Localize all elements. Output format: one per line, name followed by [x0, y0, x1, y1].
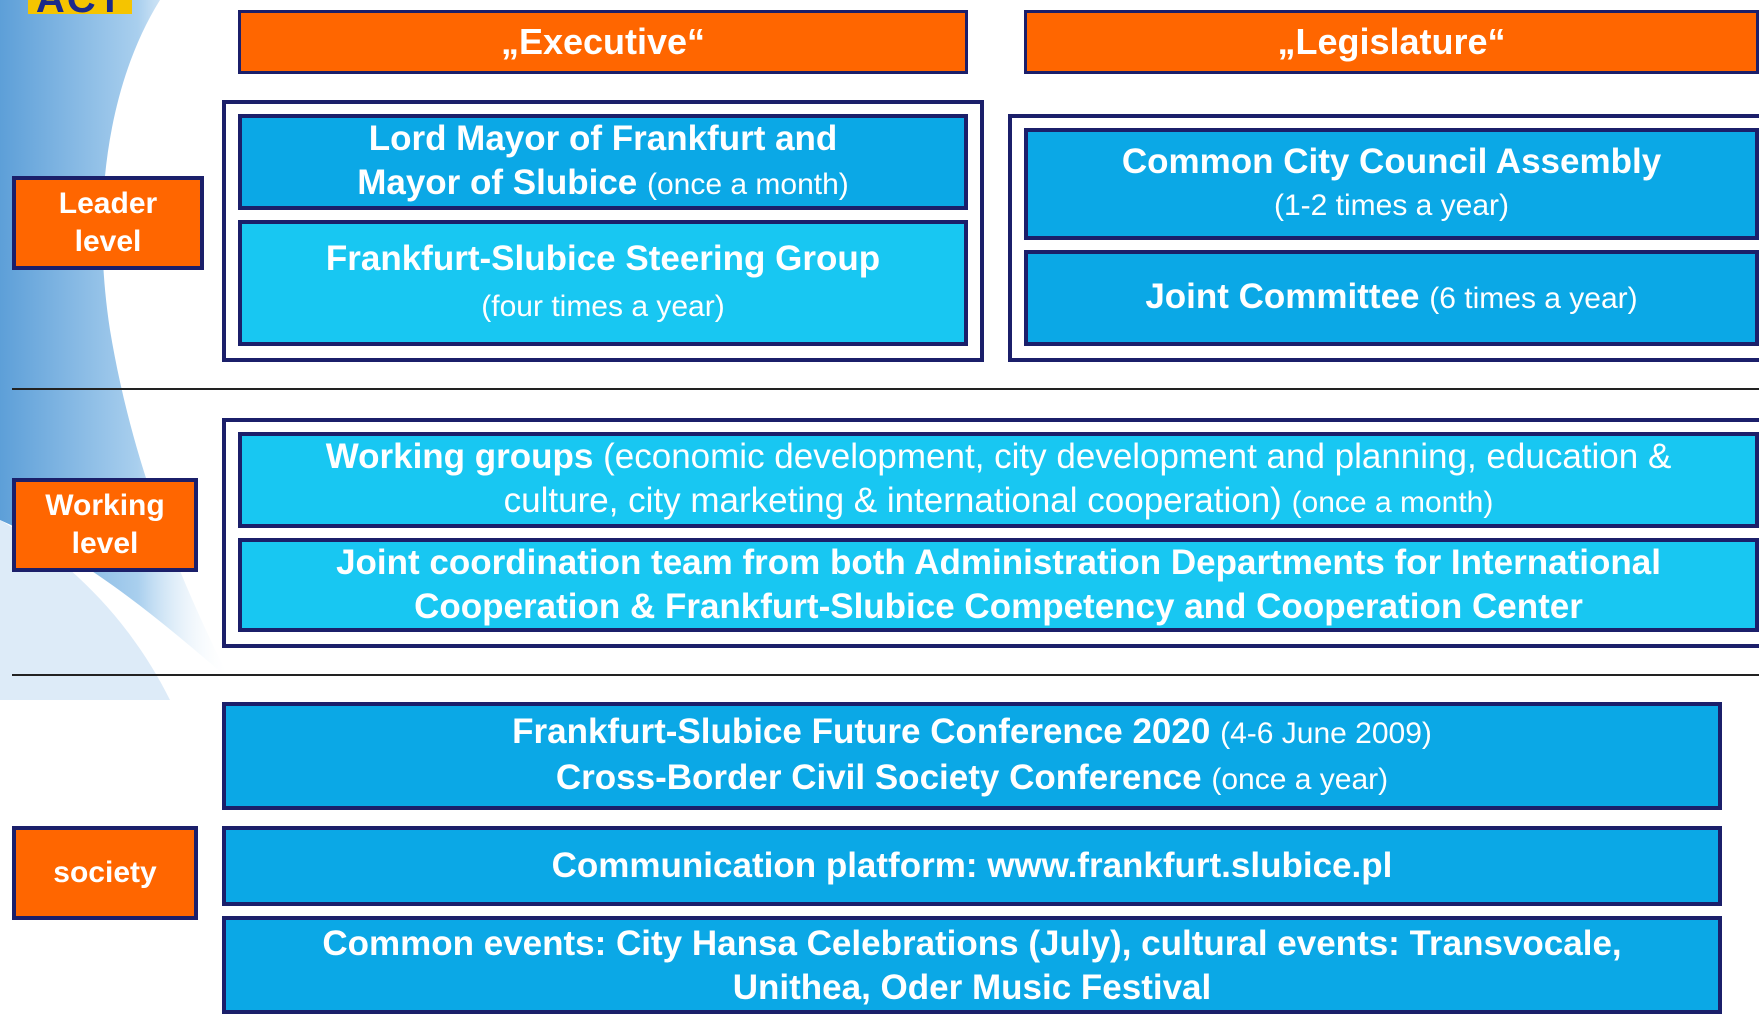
leader-level-label: Leader level [12, 176, 204, 270]
coordination-team-box: Joint coordination team from both Admini… [238, 538, 1759, 632]
working-label-line1: Working [45, 489, 165, 522]
working-groups-topics-1: (economic development, city development … [603, 437, 1672, 476]
mayors-title: Mayor of Slubice [357, 163, 638, 202]
legislature-header: „Legislature“ [1024, 10, 1759, 74]
working-level-label: Working level [12, 478, 198, 572]
working-label-line2: level [71, 527, 139, 560]
council-assembly-title: Common City Council Assembly [1121, 142, 1662, 181]
working-groups-topics-2: culture, city marketing & international … [503, 481, 1282, 520]
working-groups-line1: Working groups (economic development, ci… [326, 435, 1672, 479]
coordination-team-line2: Cooperation & Frankfurt-Slubice Competen… [414, 587, 1583, 626]
conference-box: Frankfurt-Slubice Future Conference 2020… [222, 702, 1722, 810]
working-groups-box: Working groups (economic development, ci… [238, 432, 1759, 528]
joint-committee-title: Joint Committee [1145, 277, 1420, 316]
civil-society-conference-frequency: (once a year) [1211, 763, 1389, 796]
conference-line2: Cross-Border Civil Society Conference (o… [556, 756, 1388, 802]
steering-group-title: Frankfurt-Slubice Steering Group [325, 239, 881, 278]
divider-2 [12, 674, 1759, 676]
joint-committee-line: Joint Committee (6 times a year) [1145, 275, 1637, 321]
working-groups-title: Working groups [325, 437, 594, 476]
working-groups-line2: culture, city marketing & international … [504, 479, 1494, 525]
council-assembly-frequency: (1-2 times a year) [1273, 189, 1510, 222]
steering-group-frequency: (four times a year) [481, 290, 725, 323]
joint-committee-box: Joint Committee (6 times a year) [1024, 250, 1759, 346]
steering-group-box: Frankfurt-Slubice Steering Group (four t… [238, 220, 968, 346]
future-conference-date: (4-6 June 2009) [1220, 717, 1432, 750]
mayors-frequency: (once a month) [647, 168, 849, 201]
mayors-line2: Mayor of Slubice (once a month) [357, 161, 849, 207]
leader-label-line2: level [74, 225, 142, 258]
society-level-label: society [12, 826, 198, 920]
communication-platform-text: Communication platform: www.frankfurt.sl… [551, 846, 1393, 885]
mayors-line1: Lord Mayor of Frankfurt and [368, 119, 838, 158]
civil-society-conference-title: Cross-Border Civil Society Conference [555, 758, 1202, 797]
executive-header: „Executive“ [238, 10, 968, 74]
mayors-box: Lord Mayor of Frankfurt and Mayor of Slu… [238, 114, 968, 210]
common-events-line2: Unithea, Oder Music Festival [732, 968, 1212, 1007]
conference-line1: Frankfurt-Slubice Future Conference 2020… [512, 710, 1432, 756]
working-groups-frequency: (once a month) [1291, 486, 1494, 519]
divider-1 [12, 388, 1759, 390]
coordination-team-line1: Joint coordination team from both Admini… [336, 543, 1661, 582]
communication-platform-box: Communication platform: www.frankfurt.sl… [222, 826, 1722, 906]
joint-committee-frequency: (6 times a year) [1429, 282, 1638, 315]
council-assembly-box: Common City Council Assembly (1-2 times … [1024, 128, 1759, 240]
leader-label-line1: Leader [58, 187, 158, 220]
logo: ACT [28, 0, 132, 14]
future-conference-title: Frankfurt-Slubice Future Conference 2020 [512, 712, 1211, 751]
common-events-box: Common events: City Hansa Celebrations (… [222, 916, 1722, 1014]
common-events-line1: Common events: City Hansa Celebrations (… [322, 924, 1622, 963]
